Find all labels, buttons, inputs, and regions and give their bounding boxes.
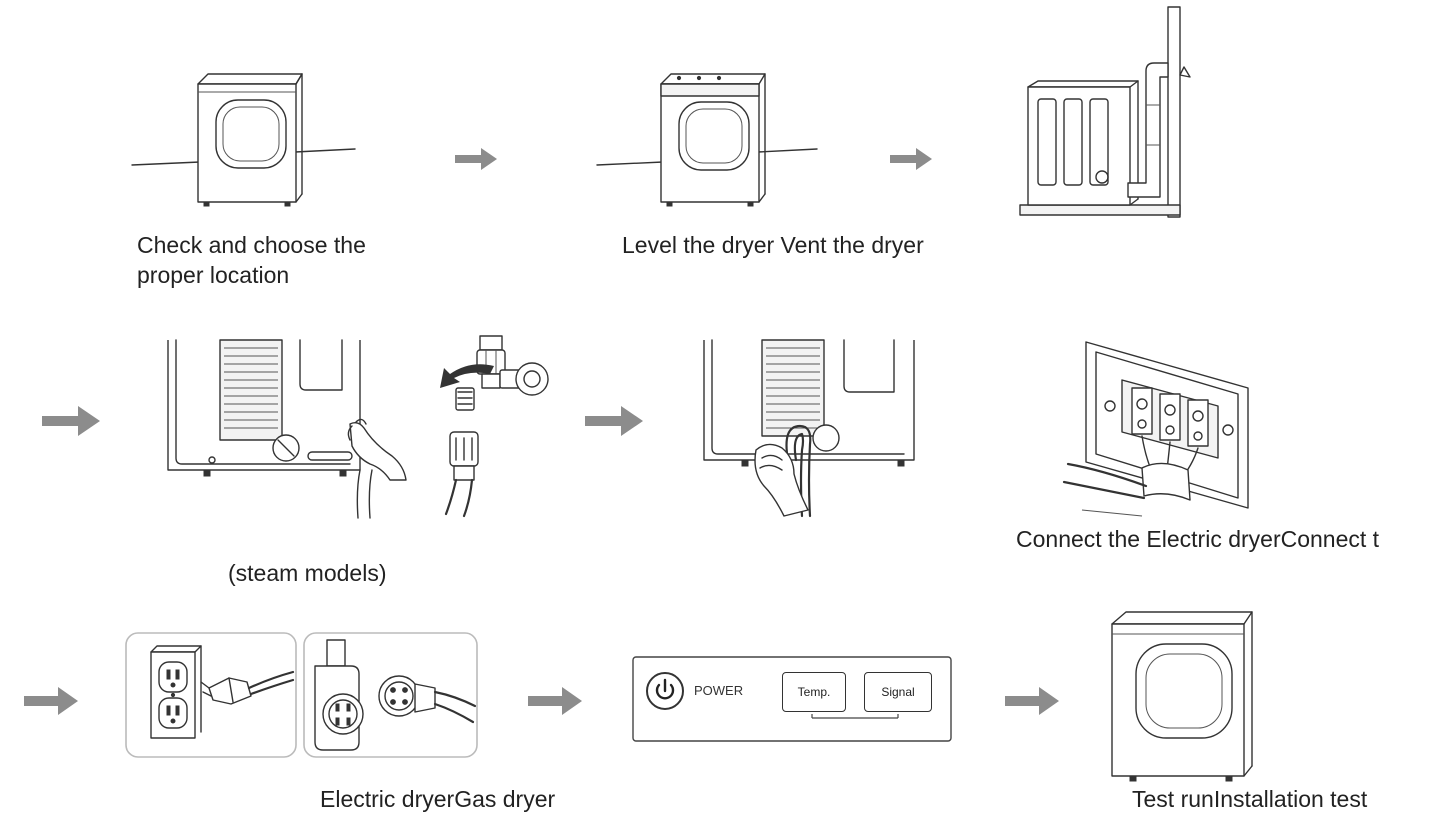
caption-level-vent: Level the dryer Vent the dryer [622,232,924,258]
flow-arrow-6 [528,687,582,715]
flow-arrow-7 [1005,687,1059,715]
caption-power-source: Electric dryerGas dryer [320,786,556,812]
caption-check-location-line1: Check and choose the [137,232,366,258]
power-button[interactable] [646,672,684,710]
temp-button[interactable]: Temp. [782,672,846,712]
signal-button-label: Signal [881,685,915,699]
steam-faucet-fittings-illustration [430,322,560,518]
electric-outlet-panel [125,632,297,758]
control-panel: POWER Temp. Signal [632,656,952,742]
flow-arrow-5 [24,687,78,715]
signal-button[interactable]: Signal [864,672,932,712]
dryer-vent-illustration [1018,5,1198,218]
caption-connect-electric: Connect the Electric dryerConnect t [1016,526,1380,552]
flow-arrow-4 [585,406,643,436]
steam-connect-hose-illustration [698,339,928,518]
power-icon [655,678,675,700]
electric-terminal-block-illustration [1062,340,1257,518]
flow-arrow-2 [890,148,932,170]
dryer-level-illustration [595,70,825,210]
dryer-location-illustration [130,70,360,210]
caption-steam-models: (steam models) [228,560,387,586]
steam-back-panel-illustration [160,339,415,520]
power-label: POWER [694,683,744,698]
flow-arrow-1 [455,148,497,170]
test-run-dryer-illustration [1100,610,1262,786]
flow-arrow-3 [42,406,100,436]
caption-test-run: Test runInstallation test [1132,786,1368,812]
caption-check-location-line2: proper location [137,262,290,288]
gas-outlet-panel [303,632,478,758]
temp-button-label: Temp. [797,685,831,699]
